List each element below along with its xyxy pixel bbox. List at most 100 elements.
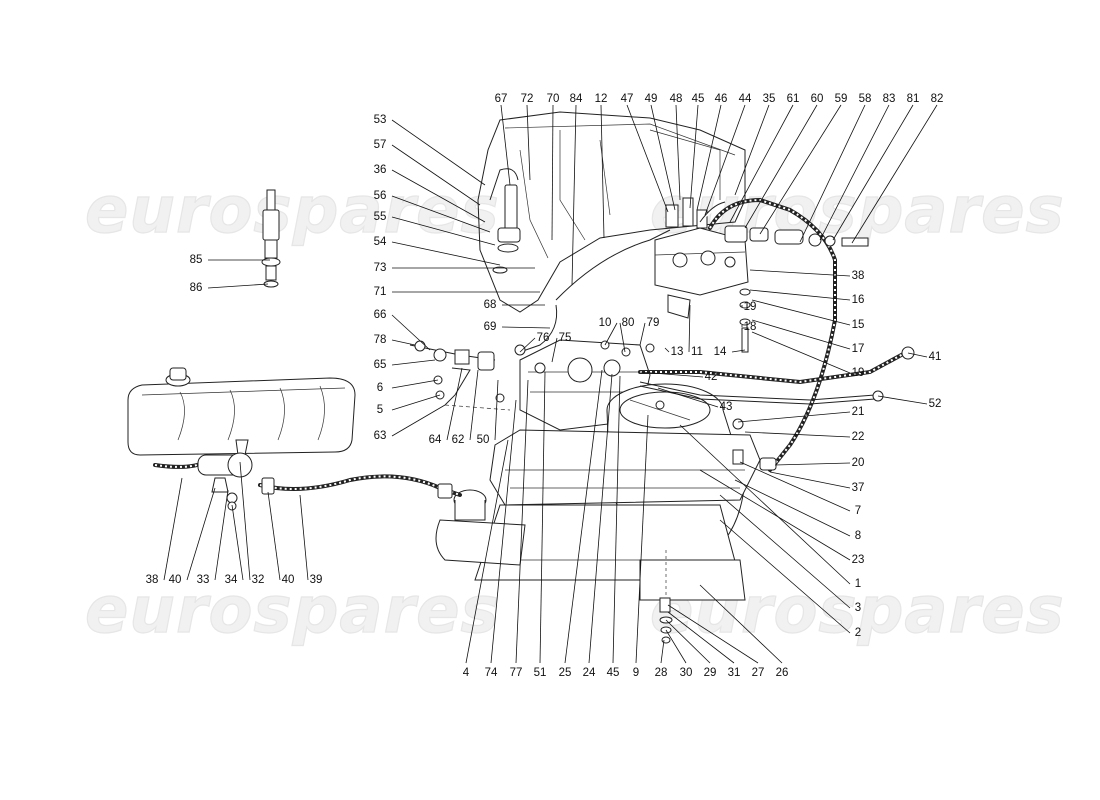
part-number-10: 10 (599, 317, 612, 329)
leader-line-26 (699, 584, 783, 664)
leader-line-37 (769, 471, 851, 489)
leader-line-45 (612, 375, 621, 664)
leader-line-62 (469, 369, 479, 441)
part-number-41: 41 (929, 351, 942, 363)
watermarks: eurospares eurospares eurospares eurospa… (84, 173, 1064, 648)
leader-line-10 (604, 322, 618, 346)
part-number-56: 56 (374, 190, 387, 202)
airbox-housing (477, 111, 746, 313)
leader-line-14 (731, 349, 746, 353)
part-number-48: 48 (670, 93, 683, 105)
leader-line-76 (519, 337, 536, 353)
leader-line-48 (675, 104, 681, 201)
leader-line-32 (239, 461, 251, 581)
leader-line-45 (689, 104, 699, 209)
leader-line-15 (751, 299, 851, 326)
leader-line-11 (688, 304, 691, 353)
part-number-32: 32 (252, 574, 265, 586)
leader-line-58 (799, 104, 866, 243)
part-number-58: 58 (859, 93, 872, 105)
leader-line-16 (749, 289, 851, 301)
part-number-54: 54 (374, 236, 387, 248)
regulator-fittings (665, 197, 726, 229)
part-number-20: 20 (852, 457, 865, 469)
leader-line-31 (667, 611, 735, 664)
part-number-39: 39 (310, 574, 323, 586)
part-number-23: 23 (852, 554, 865, 566)
leader-line-86 (207, 283, 269, 289)
leader-line-13 (664, 347, 670, 353)
part-number-33: 33 (197, 574, 210, 586)
part-number-17: 17 (852, 343, 865, 355)
part-number-73: 73 (374, 262, 387, 274)
leader-line-44 (704, 104, 746, 216)
leader-line-20 (774, 462, 851, 466)
leader-line-54 (391, 241, 501, 266)
leader-line-46 (696, 104, 722, 211)
part-number-51: 51 (534, 667, 547, 679)
part-number-52: 52 (929, 398, 942, 410)
part-number-30: 30 (680, 667, 693, 679)
leader-line-39 (299, 494, 309, 581)
part-number-69: 69 (484, 321, 497, 333)
part-number-85: 85 (190, 254, 203, 266)
leader-line-22 (744, 431, 851, 438)
leader-line-77 (515, 379, 529, 664)
injector-line-upper (489, 168, 671, 353)
part-number-3: 3 (855, 602, 861, 614)
leader-line-50 (494, 379, 499, 441)
watermark-top-left: eurospares (85, 174, 500, 248)
part-number-86: 86 (190, 282, 203, 294)
part-number-19: 19 (852, 367, 865, 379)
leader-line-34 (231, 504, 244, 581)
part-number-82: 82 (931, 93, 944, 105)
part-number-36: 36 (374, 164, 387, 176)
part-number-38: 38 (852, 270, 865, 282)
banjo-fitting-chain (724, 225, 869, 247)
leader-line-21 (737, 411, 851, 423)
regulator-hose (708, 197, 837, 472)
part-number-84: 84 (570, 93, 583, 105)
part-number-62: 62 (452, 434, 465, 446)
part-number-76: 76 (537, 332, 550, 344)
leader-line-70 (551, 104, 554, 241)
part-number-75: 75 (559, 332, 572, 344)
leader-line-33 (214, 489, 229, 581)
leader-line-55 (391, 216, 496, 246)
leader-line-3 (719, 494, 851, 609)
leader-line-23 (699, 469, 851, 561)
leader-line-41 (907, 352, 928, 358)
leader-line-27 (667, 604, 759, 664)
part-number-31: 31 (728, 667, 741, 679)
part-number-44: 44 (739, 93, 752, 105)
part-number-27: 27 (752, 667, 765, 679)
part-number-37: 37 (852, 482, 865, 494)
part-number-4: 4 (463, 667, 470, 679)
leader-line-49 (650, 104, 676, 211)
part-number-63: 63 (374, 430, 387, 442)
part-number-70: 70 (547, 93, 560, 105)
part-number-71: 71 (374, 286, 387, 298)
leader-line-53 (391, 119, 486, 186)
leader-line-47 (626, 104, 669, 213)
fuel-return-lines (638, 346, 915, 405)
part-number-21: 21 (852, 406, 865, 418)
part-number-16: 16 (852, 294, 865, 306)
leader-line-67 (500, 104, 511, 186)
part-number-83: 83 (883, 93, 896, 105)
part-number-24: 24 (583, 667, 596, 679)
part-number-2: 2 (855, 627, 861, 639)
leader-line-40 (186, 487, 216, 581)
leader-line-69 (501, 326, 551, 329)
leader-line-64 (446, 367, 463, 441)
part-number-45: 45 (692, 93, 705, 105)
leader-line-9 (635, 414, 649, 664)
fuel-pump-assembly (153, 452, 462, 511)
leader-line-78 (391, 339, 416, 346)
fuel-tank (127, 367, 356, 456)
part-number-9: 9 (633, 667, 639, 679)
part-number-61: 61 (787, 93, 800, 105)
part-number-53: 53 (374, 114, 387, 126)
